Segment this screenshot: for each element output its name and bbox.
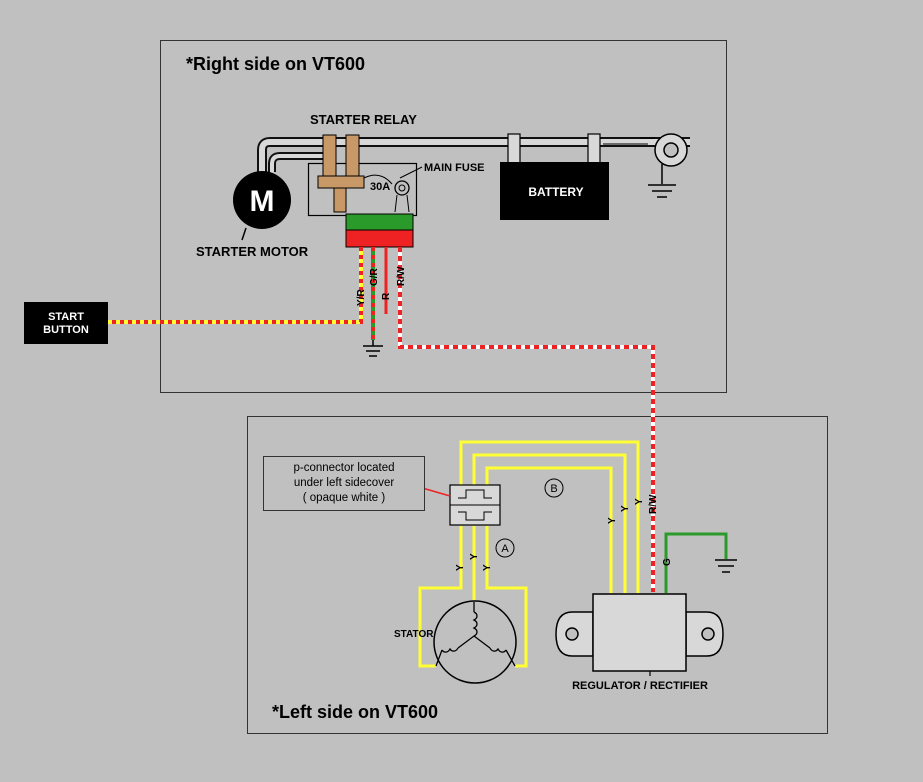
- main-fuse-label: MAIN FUSE: [424, 162, 485, 174]
- wire-label-r: R: [381, 292, 392, 300]
- wire-g: [664, 532, 728, 593]
- connector-note-line3: ( opaque white ): [303, 492, 386, 504]
- start-button-line1: START: [48, 311, 84, 323]
- ground-symbol-battery: [648, 184, 676, 198]
- stator-label: STATOR: [394, 629, 434, 640]
- connector-note-line1: p-connector located: [293, 462, 394, 474]
- p-connector: [449, 484, 501, 526]
- battery-label: BATTERY: [528, 185, 583, 199]
- starter-relay: 30A: [307, 134, 418, 248]
- wire-label-gr: G/R: [369, 267, 380, 286]
- marker-a-circle: [495, 538, 515, 558]
- stator-wires: [418, 440, 640, 668]
- start-button: [24, 302, 108, 344]
- marker-a: A: [501, 543, 509, 555]
- connector-note-line2: under left sidecover: [294, 477, 395, 489]
- wire-label-y-4: Y: [455, 564, 466, 571]
- battery: BATTERY: [500, 133, 609, 220]
- battery-ground-terminal: [603, 133, 688, 184]
- motor-symbol: M: [250, 185, 275, 218]
- starter-motor: M: [233, 171, 291, 241]
- left-side-title: *Left side on VT600: [272, 702, 438, 722]
- regulator-label: REGULATOR / RECTIFIER: [572, 680, 708, 692]
- wire-label-g: G: [662, 558, 673, 566]
- wire-label-yr: Y/R: [356, 289, 367, 306]
- regulator-rectifier: [555, 593, 724, 676]
- battery-cable: [257, 137, 690, 175]
- connector-note: [263, 456, 425, 511]
- wire-label-rw: R/W: [396, 266, 407, 286]
- starter-relay-label: STARTER RELAY: [310, 112, 417, 127]
- starter-motor-label: STARTER MOTOR: [196, 244, 309, 259]
- fuse-rating: 30A: [370, 181, 390, 193]
- wire-label-y-3: Y: [634, 498, 645, 505]
- marker-b-circle: [544, 478, 564, 498]
- wire-label-y-6: Y: [482, 564, 493, 571]
- wire-label-y-1: Y: [607, 517, 618, 524]
- marker-b: B: [550, 483, 557, 495]
- wire-label-rw-lower: R/W: [648, 494, 659, 514]
- start-button-line2: BUTTON: [43, 324, 89, 336]
- ground-symbol-regulator: [715, 559, 737, 573]
- wire-label-y-5: Y: [469, 553, 480, 560]
- right-side-title: *Right side on VT600: [186, 54, 365, 74]
- ground-symbol-relay: [363, 345, 383, 357]
- wire-label-y-2: Y: [620, 505, 631, 512]
- stator: [433, 600, 517, 684]
